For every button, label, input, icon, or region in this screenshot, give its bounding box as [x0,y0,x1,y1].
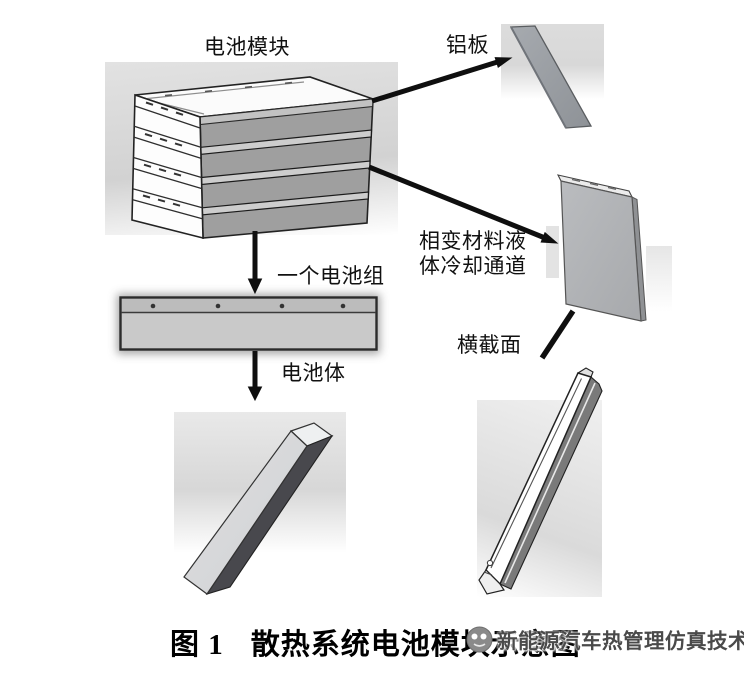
battery-pack-rivets [150,303,346,309]
label-aluminum-plate: 铝板 [446,33,489,57]
cooling-plate-top-ticks [571,178,617,190]
label-battery-module: 电池模块 [204,35,290,59]
module-top-face-ticks [164,81,293,97]
label-cross-section: 横截面 [457,333,522,357]
arrow-module-to-pack [247,231,263,295]
arrow-module-to-aluminum-plate [371,57,513,104]
aluminum-plate-3d [509,25,593,129]
figure-caption: 图 1 散热系统电池模块示意图 [170,621,581,663]
battery-body-light-face [183,430,308,595]
figure-caption-title: 散热系统电池模块示意图 [250,629,581,661]
arrow-pack-to-battery-body [247,351,263,402]
label-one-battery-pack: 一个电池组 [277,264,385,288]
watermark-text: 新能源汽车热管理仿真技术 [497,631,744,653]
watermark: 新能源汽车热管理仿真技术 [466,624,744,654]
label-pcm-channel: 相变材料液 体冷却通道 [419,229,527,278]
label-battery-body: 电池体 [281,361,346,385]
mascot-face-icon [466,626,493,652]
background-shade-channel-right [646,246,672,312]
battery-pack-3d [117,294,380,354]
leader-plate-to-cross-section [539,309,576,360]
module-left-face-ticks [142,101,184,207]
cooling-channel-plate-3d [556,174,647,322]
label-pcm-channel-line2: 体冷却通道 [419,253,527,278]
cooling-plate-face [560,180,642,322]
battery-module-3d [131,76,374,240]
battery-body-3d [183,422,334,595]
battery-pack-top-strip [122,299,375,312]
label-pcm-channel-line1: 相变材料液 [419,229,527,253]
module-left-face-layer-lines [132,105,203,220]
arrow-module-to-cooling-channel [368,164,559,244]
connector-arrows [247,57,576,402]
cross-section-3d [478,367,603,595]
figure-caption-number: 图 1 [170,629,224,661]
